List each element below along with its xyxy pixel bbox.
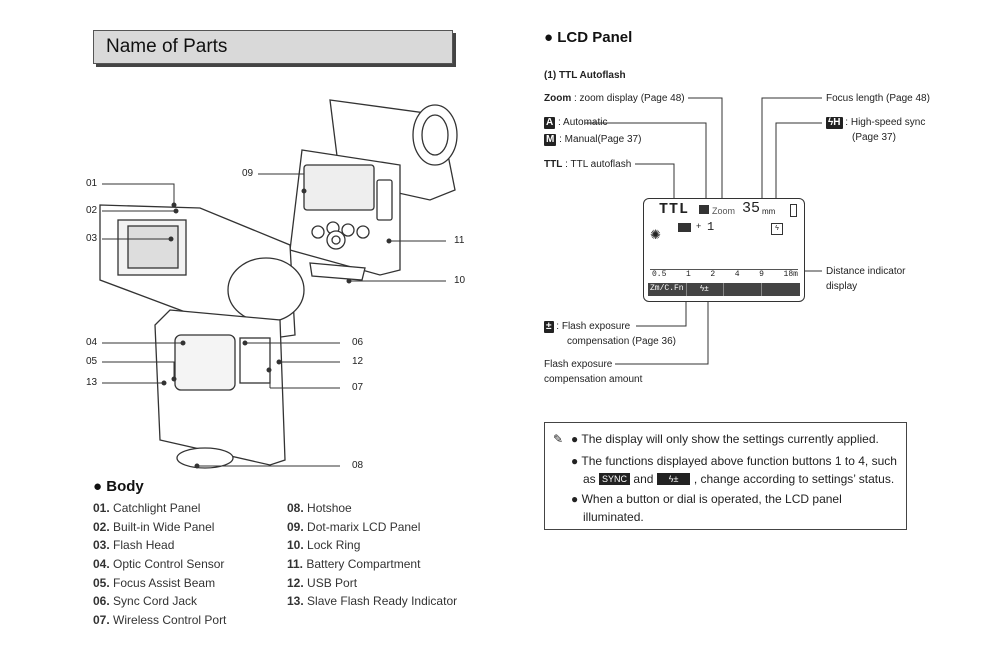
hss-lcd-icon: ϟ <box>771 223 783 235</box>
section-header: Name of Parts <box>93 30 453 64</box>
lcd-ttl-mode: TTL <box>659 201 690 218</box>
fec-page: compensation (Page 36) <box>567 336 676 347</box>
note-line-3: ● When a button or dial is operated, the… <box>571 492 842 506</box>
lcd-mm-unit: mm <box>762 207 776 216</box>
distance-scale-line <box>650 269 798 270</box>
hss-callout: ϟH : High-speed sync <box>826 117 926 129</box>
body-heading: ● Body <box>93 478 144 495</box>
parts-list-right: 08. Hotshoe 09. Dot-marix LCD Panel 10. … <box>287 501 457 613</box>
lcd-subtitle: (1) TTL Autoflash <box>544 70 626 81</box>
auto-callout: A : Automatic <box>544 117 608 129</box>
label-01: 01 <box>86 178 98 189</box>
label-10: 10 <box>454 275 466 286</box>
lcd-focal-length: 35 <box>742 200 761 217</box>
scale-tick: 9 <box>759 270 764 279</box>
fn-flash-icon: ϟ± <box>700 284 709 293</box>
list-item: 13. Slave Flash Ready Indicator <box>287 594 458 609</box>
scale-tick: 2 <box>710 270 716 279</box>
bullet-icon: ● <box>544 29 554 46</box>
lcd-zoom-text: Zoom <box>712 206 736 216</box>
list-item: 08. Hotshoe <box>287 501 352 515</box>
list-item: 07. Wireless Control Port <box>93 613 227 628</box>
function-bar: Zm/C.Fn ϟ± <box>648 283 800 296</box>
note-box: ✎ ● The display will only show the setti… <box>544 422 907 530</box>
label-07: 07 <box>352 382 364 393</box>
ttl-callout: TTL : TTL autoflash <box>544 159 632 170</box>
lcd-heading: ● LCD Panel <box>544 29 633 46</box>
lcd-leader-lines <box>585 97 822 365</box>
label-06: 06 <box>352 337 364 348</box>
label-13: 13 <box>86 377 98 388</box>
list-item: 10. Lock Ring <box>287 538 361 553</box>
note-line-2b: as SYNC and ϟ± , change according to set… <box>583 472 895 486</box>
label-12: 12 <box>352 356 364 367</box>
label-08: 08 <box>352 460 364 471</box>
list-item: 03. Flash Head <box>93 538 175 553</box>
flash-comp-chip: ϟ± <box>656 473 691 485</box>
flash-comp-lcd-icon <box>678 223 691 232</box>
note-icon: ✎ <box>553 432 564 446</box>
list-item: 11. Battery Compartment <box>287 557 421 572</box>
sync-chip: SYNC <box>599 473 631 485</box>
distance-callout-1: Distance indicator <box>826 266 906 277</box>
lcd-comp-value: 1 <box>707 220 715 234</box>
label-02: 02 <box>86 205 98 216</box>
manual-mode-icon: M <box>544 134 557 146</box>
lcd-comp-sign: + <box>696 221 702 231</box>
section-title: Name of Parts <box>106 36 228 57</box>
fn-label: Zm/C.Fn <box>650 284 684 293</box>
flash-comp-icon: ± <box>544 321 554 333</box>
battery-icon <box>790 204 797 217</box>
note-line-2: ● The functions displayed above function… <box>571 454 897 468</box>
high-speed-sync-icon: ϟH <box>826 117 843 129</box>
auto-mode-icon: A <box>544 117 556 129</box>
scale-tick: 4 <box>734 270 740 279</box>
fec-callout: ± : Flash exposure <box>544 321 631 333</box>
focus-assist-icon: ✺ <box>650 227 661 242</box>
label-05: 05 <box>86 356 98 367</box>
focus-length-callout: Focus length (Page 48) <box>826 93 930 104</box>
scale-tick: 1 <box>685 270 691 279</box>
fec-amount-2: compensation amount <box>544 374 643 385</box>
distance-scale: 0.5 1 2 4 9 18m <box>652 270 798 279</box>
list-item: 01. Catchlight Panel <box>93 501 201 515</box>
zoom-callout: Zoom : zoom display (Page 48) <box>544 93 685 104</box>
list-item: 12. USB Port <box>287 575 358 590</box>
scale-tick: 0.5 <box>652 270 667 279</box>
list-item: 02. Built-in Wide Panel <box>93 519 215 534</box>
label-09: 09 <box>242 168 254 179</box>
label-03: 03 <box>86 233 98 244</box>
label-11: 11 <box>454 235 465 246</box>
list-item: 06. Sync Cord Jack <box>93 594 198 609</box>
fec-amount-1: Flash exposure <box>544 359 613 370</box>
label-04: 04 <box>86 337 98 348</box>
list-item: 09. Dot-marix LCD Panel <box>287 519 421 534</box>
distance-callout-2: display <box>826 281 858 292</box>
parts-list-left: 01. Catchlight Panel 02. Built-in Wide P… <box>93 501 226 632</box>
manual-callout: M : Manual(Page 37) <box>544 134 642 146</box>
lcd-screen: TTL Zoom 35 mm ϟ ✺ + 1 0.5 1 2 4 9 18m Z… <box>643 198 805 302</box>
leader-lines <box>102 173 446 469</box>
note-line-3b: illuminated. <box>583 510 644 524</box>
scale-tick: 18m <box>783 270 798 279</box>
bullet-icon: ● <box>93 478 103 495</box>
list-item: 05. Focus Assist Beam <box>93 575 216 590</box>
note-line-1: ● The display will only show the setting… <box>571 432 879 446</box>
flash-back-view <box>289 99 458 281</box>
auto-zoom-icon <box>699 205 709 214</box>
hss-page: (Page 37) <box>852 132 896 143</box>
list-item: 04. Optic Control Sensor <box>93 557 225 572</box>
